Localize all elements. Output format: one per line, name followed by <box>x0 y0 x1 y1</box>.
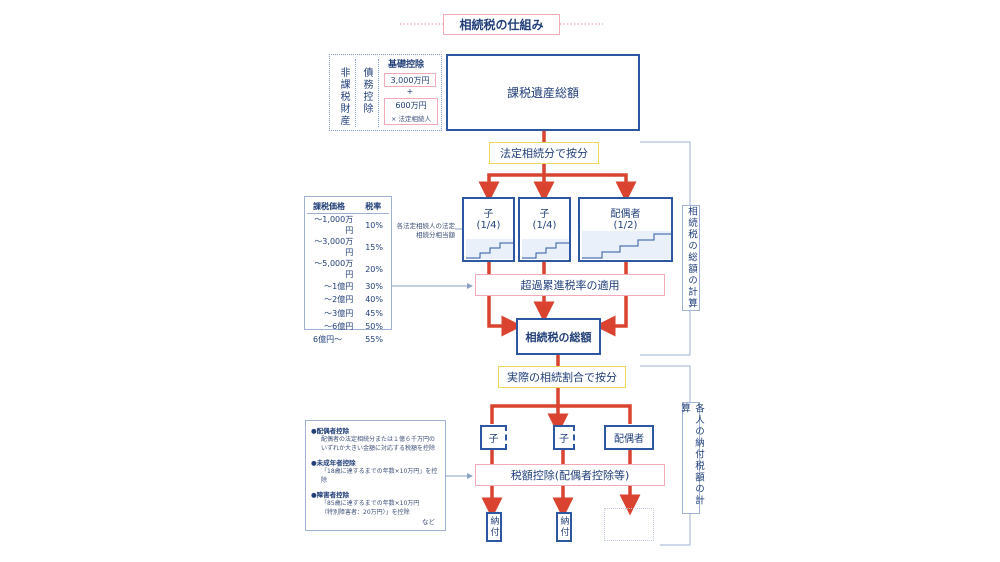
rate-table-header-price: 課税価格 <box>307 199 360 214</box>
heir-box-child-1: 子 (1/4) <box>462 197 515 262</box>
heir-name: 子 <box>483 209 494 220</box>
minor-deduction-title: ●未成年者控除 <box>311 459 356 467</box>
payment-box-spouse-empty <box>604 508 654 541</box>
deductions-note: ●配偶者控除 配偶者の法定相続分または１億６千万円の いずれか大きい金額に対応す… <box>305 420 446 531</box>
payment-box-1: 納付 <box>486 512 502 542</box>
progressive-rate-box: 超過累進税率の適用 <box>475 274 665 296</box>
statutory-split-box: 法定相続分で按分 <box>489 142 599 164</box>
side-label-each: 各人の納付税額の計算 <box>679 402 704 514</box>
rate-table-row: 6億円〜55% <box>313 335 383 345</box>
plus-sign: + <box>406 87 414 96</box>
minor-deduction-line1: 「18歳に達するまでの年数×10万円」を控除 <box>321 468 438 484</box>
heir-name: 配偶者 <box>610 209 641 220</box>
heir-share: (1/4) <box>532 220 557 231</box>
actual-split-box: 実際の相続割合で按分 <box>498 366 626 388</box>
tax-step-graphic <box>466 239 513 259</box>
heir-note: 各法定相続人の法定相続分相当額 <box>396 222 456 239</box>
per-heir-amount: 600万円 <box>395 101 427 110</box>
tax-credit-box: 税額控除(配偶者控除等) <box>475 464 665 486</box>
disabled-deduction-line2: （特別障害者：20万円）」を控除 <box>321 509 410 516</box>
total-tax-box: 相続税の総額 <box>516 318 601 355</box>
basic-deduction-title: 基礎控除 <box>388 60 425 70</box>
debt-deduction-label: 債務控除 <box>361 67 372 115</box>
tax-step-graphic <box>582 231 671 259</box>
heir-bottom-child-1: 子 <box>480 425 507 450</box>
heir-share: (1/2) <box>613 220 638 231</box>
spouse-deduction-title: ●配偶者控除 <box>311 427 350 435</box>
heir-bottom-child-2: 子 <box>553 425 575 450</box>
spouse-deduction-line1: 配偶者の法定相続分または１億６千万円の <box>321 436 436 443</box>
payment-box-2: 納付 <box>556 512 572 542</box>
tax-step-graphic <box>522 239 569 259</box>
non-taxable-box: 非課税財産 債務控除 基礎控除 3,000万円 + 600万円 × 法定相続人 <box>329 54 442 131</box>
side-label-total: 相続税の総額の計算 <box>682 205 700 311</box>
heir-bottom-spouse: 配偶者 <box>604 425 654 450</box>
page-title: 相続税の仕組み <box>443 14 560 35</box>
per-heir-multiplier: × 法定相続人 <box>390 114 431 123</box>
heir-box-child-2: 子 (1/4) <box>518 197 571 262</box>
disabled-deduction-title: ●障害者控除 <box>311 491 350 499</box>
disabled-deduction-line1: 「85歳に達するまでの年数×10万円 <box>321 500 420 507</box>
etc-label: など <box>422 518 435 526</box>
rate-table-header-rate: 税率 <box>359 199 389 214</box>
taxable-estate-box: 課税遺産総額 <box>446 54 640 131</box>
heir-name: 子 <box>539 209 550 220</box>
spouse-deduction-line2: いずれか大きい金額に対応する税額を控除 <box>321 445 436 452</box>
basic-deduction-amount: 3,000万円 <box>384 73 436 87</box>
heir-share: (1/4) <box>476 220 501 231</box>
heir-box-spouse: 配偶者 (1/2) <box>578 197 673 262</box>
non-taxable-label: 非課税財産 <box>338 67 349 127</box>
per-heir-box: 600万円 × 法定相続人 <box>384 98 438 125</box>
